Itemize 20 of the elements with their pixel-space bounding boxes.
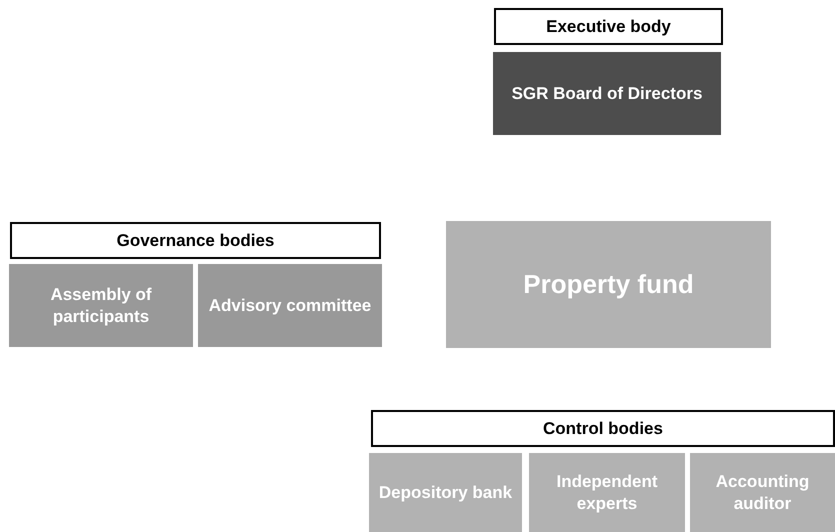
body-box bbox=[198, 264, 382, 347]
body-box bbox=[369, 453, 522, 532]
body-box bbox=[529, 453, 685, 532]
box-label: Control bodies bbox=[543, 418, 663, 440]
box-label: Executive body bbox=[546, 16, 671, 38]
box-label: Property fund bbox=[523, 268, 694, 301]
box-label: SGR Board of Directors bbox=[512, 82, 702, 104]
body-box bbox=[690, 453, 835, 532]
box-label: Governance bodies bbox=[116, 230, 274, 252]
body-box bbox=[9, 264, 193, 347]
heading-box bbox=[371, 410, 835, 447]
box-label: Depository bank bbox=[378, 482, 512, 504]
fund-box bbox=[446, 221, 771, 348]
heading-box bbox=[494, 8, 723, 45]
box-label: Accounting auditor bbox=[714, 471, 810, 514]
box-label: Assembly of participants bbox=[49, 284, 153, 327]
box-label: Advisory committee bbox=[208, 294, 372, 316]
heading-box bbox=[10, 222, 381, 259]
box-label: Independent experts bbox=[555, 471, 659, 514]
body-box bbox=[493, 52, 721, 135]
